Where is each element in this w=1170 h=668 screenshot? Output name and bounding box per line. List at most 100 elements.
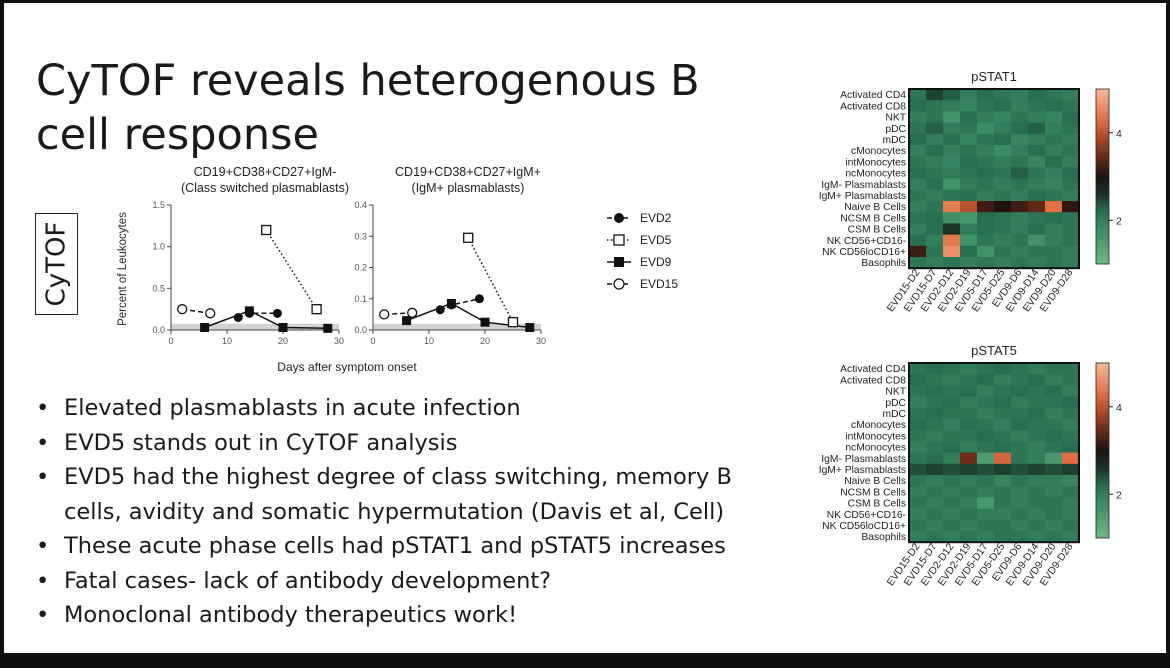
heatmap-cell [1011, 257, 1029, 269]
heatmap-cell [1028, 519, 1046, 532]
colorbar-tick-label: 2 [1116, 215, 1122, 227]
heatmap-cell [909, 441, 927, 453]
heatmap-cell [943, 486, 961, 498]
heatmap-cell [994, 363, 1012, 375]
heatmap-cell [1062, 212, 1080, 224]
heatmap-cell [1062, 497, 1080, 509]
heatmap-cell [1028, 257, 1046, 269]
heatmap-row-label: Activated CD4 [840, 90, 906, 101]
heatmap-cell [977, 201, 995, 213]
series-line-evd5 [265, 229, 318, 310]
heatmap-cell [1045, 396, 1063, 409]
heatmap-cell [1028, 374, 1046, 386]
legend-marker [614, 213, 624, 223]
heatmap-cell [926, 245, 944, 258]
heatmap-cell [1028, 396, 1046, 409]
x-tick-label: 0 [168, 336, 173, 346]
heatmap-cell [994, 178, 1012, 191]
heatmap-cell [994, 419, 1012, 431]
heatmap-cell [960, 257, 978, 269]
colorbar [1095, 88, 1110, 265]
heatmap-cell [943, 407, 961, 420]
heatmap-cell [960, 519, 978, 532]
heatmap-row-label: intMonocytes [845, 157, 906, 168]
heatmap-cell [1062, 374, 1080, 386]
heatmap-cell [977, 223, 995, 235]
heatmap-cell [1045, 430, 1063, 442]
data-point-evd9 [525, 323, 535, 332]
heatmap-cell [1011, 486, 1029, 498]
heatmap-row-label: Naive B Cells [844, 202, 906, 213]
bottom-bar [0, 656, 1170, 668]
heatmap-cell [909, 223, 927, 235]
heatmap-cell [1011, 441, 1029, 453]
heatmap-cell [1028, 531, 1046, 543]
heatmap-cell [926, 441, 944, 453]
heatmap-cell [926, 419, 944, 431]
heatmap-row-label: NK CD56+CD16- [827, 510, 906, 521]
heatmap-cell [994, 475, 1012, 487]
data-point-evd9 [480, 317, 490, 327]
heatmap-cell [1028, 189, 1046, 202]
heatmap-cell [1011, 363, 1029, 375]
heatmap-cell [994, 407, 1012, 420]
heatmap-cell [1062, 245, 1080, 258]
heatmap-cell [1028, 178, 1046, 191]
bullet-item: These acute phase cells had pSTAT1 and p… [34, 529, 794, 564]
y-tick-label: 0.0 [152, 325, 165, 335]
heatmap-cell [977, 486, 995, 498]
legend-label: EVD9 [640, 255, 672, 269]
heatmap-cell [1062, 167, 1080, 179]
heatmap-cell [943, 531, 961, 543]
heatmap-cell [1028, 133, 1046, 146]
heatmap-cell [1045, 497, 1063, 509]
series-line-evd9 [204, 309, 328, 330]
data-point-evd15 [177, 304, 188, 315]
heatmap-cell [926, 189, 944, 202]
heatmap-cell [943, 441, 961, 453]
panel1-title-line2: (Class switched plasmablasts) [181, 181, 349, 195]
heatmap-cell [977, 167, 995, 179]
heatmap-cell [909, 419, 927, 431]
x-tick-label: 0 [370, 336, 375, 346]
heatmap-row-label: NK CD56loCD16+ [822, 521, 906, 532]
heatmap-cell [1028, 486, 1046, 498]
heatmap-cell [909, 257, 927, 269]
heatmap-cell [1062, 486, 1080, 498]
heatmap-cell [977, 257, 995, 269]
heatmap-cell [1062, 385, 1080, 397]
heatmap-cell [926, 89, 944, 101]
heatmap-cell [1011, 475, 1029, 487]
heatmap-cell [909, 452, 927, 465]
bullet-item: EVD5 stands out in CyTOF analysis [34, 426, 794, 461]
heatmap-cell [994, 486, 1012, 498]
heatmap-cell [977, 396, 995, 409]
heatmap-row-label: ncMonocytes [845, 169, 906, 180]
heatmap-cell [943, 430, 961, 442]
heatmap-cell [926, 111, 944, 123]
heatmap-cell [977, 497, 995, 509]
heatmap-cell [909, 89, 927, 101]
heatmap-cell [1011, 178, 1029, 191]
heatmap-cell [943, 133, 961, 146]
heatmap-cell [1045, 122, 1063, 135]
heatmap-cell [1045, 374, 1063, 386]
heatmap-cell [1062, 89, 1080, 101]
heatmap-cell [1062, 234, 1080, 247]
heatmap-cell [1062, 430, 1080, 442]
heatmap-cell [1062, 519, 1080, 532]
heatmap-cell [1011, 385, 1029, 397]
heatmap-cell [1045, 189, 1063, 202]
heatmap-cell [1045, 475, 1063, 487]
heatmap-cell [977, 441, 995, 453]
heatmap-cell [1045, 419, 1063, 431]
heatmap-cell [909, 100, 927, 112]
bullet-item: EVD5 had the highest degree of class swi… [34, 460, 794, 529]
heatmap-cell [960, 201, 978, 213]
heatmap-cell [909, 245, 927, 258]
heatmap-cell [1045, 257, 1063, 269]
heatmap-cell [1062, 508, 1080, 521]
heatmap-cell [960, 497, 978, 509]
heatmap-cell [1062, 363, 1080, 375]
